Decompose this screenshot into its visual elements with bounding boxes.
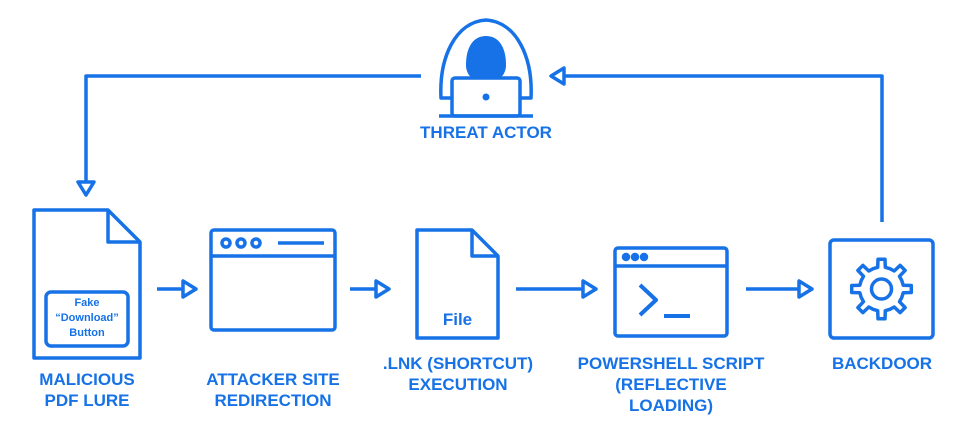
file-icon-label: File bbox=[442, 310, 473, 329]
step-label-backdoor: BACKDOOR bbox=[831, 354, 933, 373]
document-icon bbox=[32, 208, 142, 360]
fake-download-button: Fake “Download” Button bbox=[46, 296, 128, 341]
hooded-hacker-icon bbox=[439, 18, 533, 118]
gear-hub bbox=[869, 277, 894, 301]
feedback-arrow-to-pdf bbox=[76, 74, 421, 197]
threat-actor-label: THREAT ACTOR bbox=[420, 123, 552, 142]
fake-download-line-1: Fake bbox=[74, 297, 100, 309]
flow-arrow-2 bbox=[350, 279, 391, 299]
flow-arrow-1 bbox=[157, 279, 198, 299]
gear-outline bbox=[849, 257, 914, 321]
step-label-attacker-site: ATTACKER SITE REDIRECTION bbox=[206, 370, 340, 410]
feedback-arrow-from-backdoor bbox=[549, 66, 884, 222]
step-label-malicious-pdf: MALICIOUS PDF LURE bbox=[39, 370, 135, 410]
fake-download-line-3: Button bbox=[69, 327, 105, 339]
file-icon bbox=[415, 228, 500, 340]
fake-download-line-2: “Download” bbox=[55, 312, 119, 324]
flow-arrow-4 bbox=[746, 279, 814, 299]
browser-window-icon bbox=[209, 228, 337, 332]
gear-icon bbox=[849, 257, 914, 321]
terminal-window-icon bbox=[613, 246, 729, 338]
backdoor-box bbox=[828, 238, 935, 340]
step-label-powershell: POWERSHELL SCRIPT (REFLECTIVE LOADING) bbox=[577, 354, 765, 415]
step-label-lnk-execution: .LNK (SHORTCUT) EXECUTION bbox=[382, 354, 534, 394]
flow-arrow-3 bbox=[516, 279, 598, 299]
